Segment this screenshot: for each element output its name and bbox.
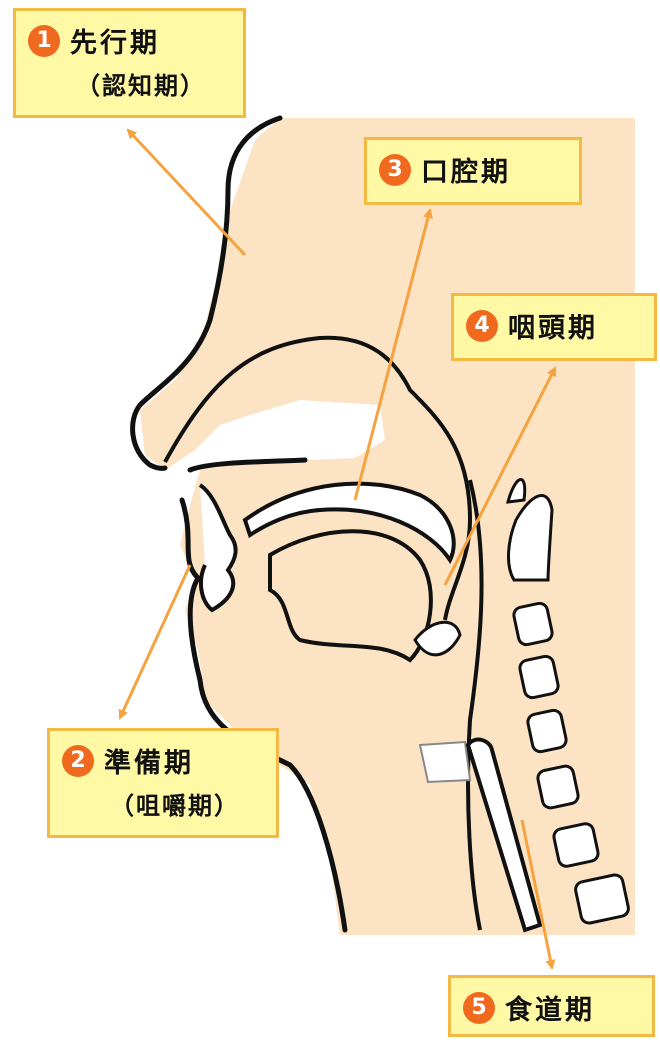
stage-3-number-badge: 3 bbox=[379, 154, 411, 186]
stage-5-number-badge: 5 bbox=[463, 992, 495, 1024]
stage-1-subname: （認知期） bbox=[28, 66, 231, 101]
stage-2-label: 2 準備期 （咀嚼期） bbox=[47, 728, 279, 838]
vertebra-7 bbox=[552, 822, 599, 867]
stage-2-number-badge: 2 bbox=[62, 745, 94, 777]
stage-5-label: 5 食道期 bbox=[448, 975, 655, 1037]
vertebra-8 bbox=[574, 873, 630, 924]
vertebra-4 bbox=[518, 655, 559, 699]
stage-2-subname: （咀嚼期） bbox=[62, 786, 264, 821]
stage-4-label: 4 咽頭期 bbox=[451, 293, 657, 361]
vertebra-5 bbox=[526, 709, 567, 753]
stage-3-label: 3 口腔期 bbox=[364, 137, 582, 205]
arrow-stage-2 bbox=[120, 565, 190, 718]
stage-4-name: 咽頭期 bbox=[508, 306, 598, 345]
stage-1-name: 先行期 bbox=[70, 21, 160, 60]
trachea bbox=[420, 742, 470, 782]
stage-1-number-badge: 1 bbox=[28, 25, 60, 57]
vertebra-3 bbox=[512, 602, 553, 646]
vertebra-6 bbox=[536, 765, 579, 810]
stage-4-number-badge: 4 bbox=[466, 310, 498, 342]
stage-3-name: 口腔期 bbox=[421, 150, 511, 189]
stage-5-name: 食道期 bbox=[505, 988, 595, 1027]
stage-2-name: 準備期 bbox=[104, 741, 194, 780]
stage-1-label: 1 先行期 （認知期） bbox=[13, 8, 246, 118]
